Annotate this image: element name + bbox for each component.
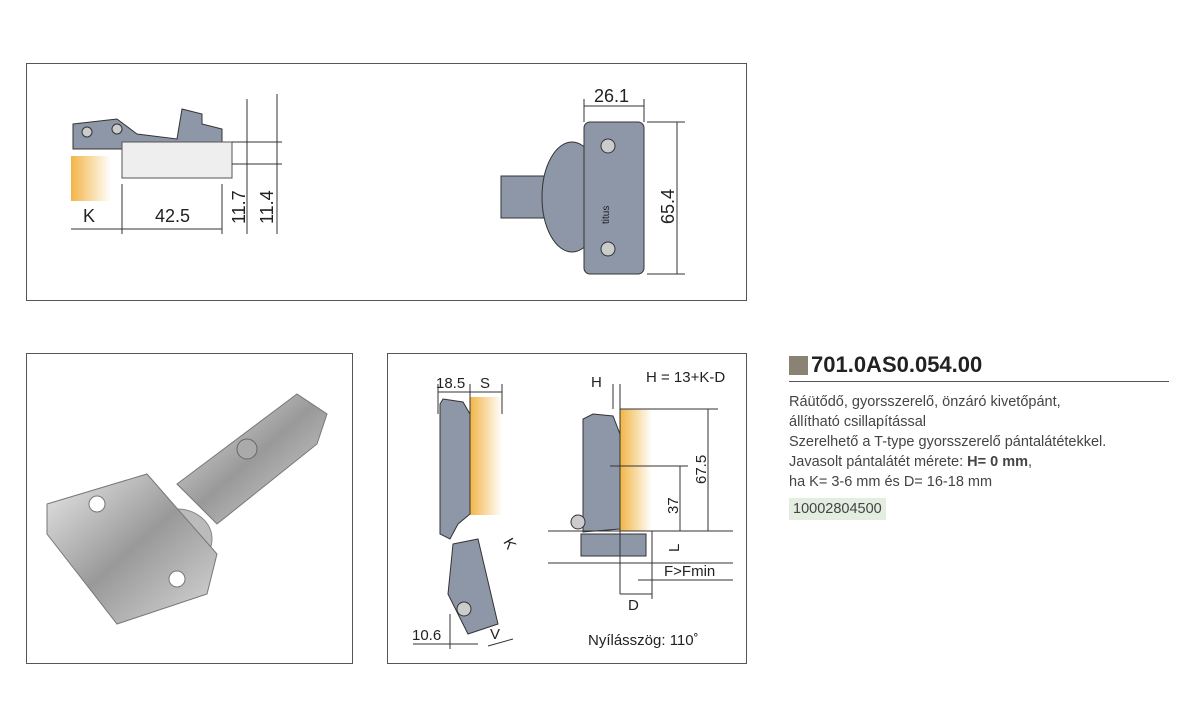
dim-height-1: 11.7 [229, 190, 249, 224]
recommend-suffix: , [1028, 454, 1033, 470]
mounting-plate [583, 121, 645, 275]
dim-37: 37 [665, 497, 682, 514]
article-number: 10002804500 [789, 498, 886, 520]
product-title: 701.0AS0.054.00 [789, 352, 1169, 382]
description-line: állítható csillapítással [789, 414, 927, 430]
top-technical-drawing: K 42.5 11.7 11.4 titus 26.1 65.4 [26, 63, 747, 301]
recommend-prefix: Javasolt pántalátét mérete: [789, 454, 968, 470]
dim-d: D [628, 597, 639, 614]
dim-18-5: 18.5 [436, 375, 465, 392]
product-photo [26, 353, 353, 664]
dim-v: V [490, 626, 500, 643]
dim-length: 42.5 [155, 206, 190, 226]
condition: ha K= 3-6 mm és D= 16-18 mm [789, 474, 993, 490]
recommendation: Javasolt pántalátét mérete: H= 0 mm, [789, 452, 1169, 472]
product-info: 701.0AS0.054.00 Ráütődő, gyorsszerelő, ö… [789, 352, 1169, 520]
dim-l: L [666, 544, 683, 552]
description-line: Szerelhető a T-type gyorsszerelő pántalá… [789, 434, 1107, 450]
dim-67-5: 67.5 [693, 455, 710, 484]
dim-f: F>Fmin [664, 563, 715, 580]
product-code: 701.0AS0.054.00 [811, 352, 983, 377]
dim-10-6: 10.6 [412, 627, 441, 644]
description-line: Ráütődő, gyorsszerelő, önzáró kivetőpánt… [789, 394, 1061, 410]
square-marker-icon [789, 355, 808, 375]
dim-k-side: K [500, 535, 520, 552]
door-panel [71, 156, 111, 201]
hinge-photo [46, 393, 328, 625]
dim-width: 26.1 [594, 86, 629, 106]
recommend-value: H= 0 mm [967, 454, 1028, 470]
dim-height-2: 11.4 [257, 190, 277, 224]
brand-logo: titus [601, 206, 612, 224]
mounting-dimension-drawing: 18.5 S K 10.6 V H = 13+K-D H 67.5 37 L F… [412, 369, 733, 649]
dim-plate-height: 65.4 [658, 189, 678, 224]
side-technical-drawing: 18.5 S K 10.6 V H = 13+K-D H 67.5 37 L F… [387, 353, 747, 664]
opening-angle: Nyílásszög: 110˚ [588, 632, 699, 649]
dim-k: K [83, 206, 95, 226]
hinge-dimension-drawing: K 42.5 11.7 11.4 titus 26.1 65.4 [71, 86, 685, 275]
dim-s: S [480, 375, 490, 392]
formula: H = 13+K-D [646, 369, 725, 386]
dim-h: H [591, 374, 602, 391]
product-description: Ráütődő, gyorsszerelő, önzáró kivetőpánt… [789, 392, 1169, 492]
